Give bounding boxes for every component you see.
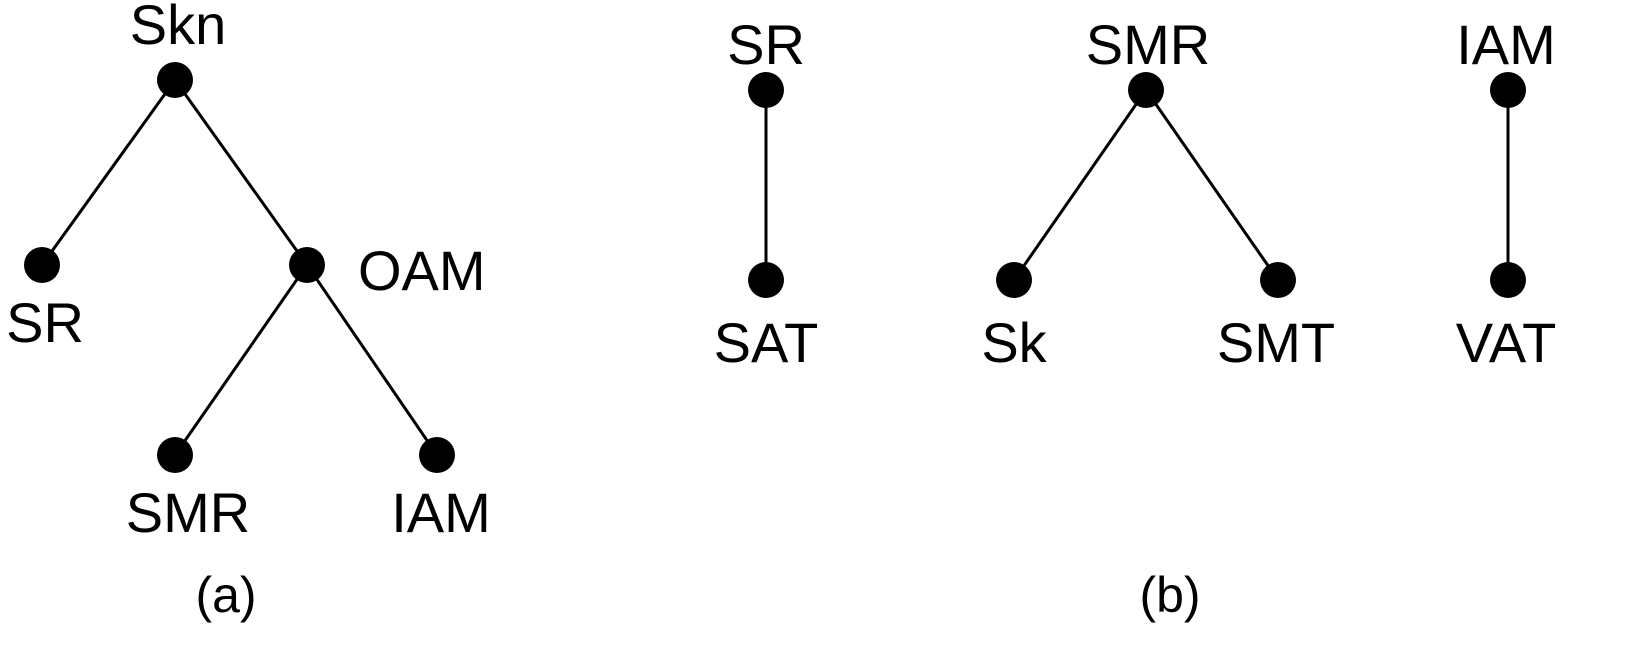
edge-oam-smr (173, 264, 309, 456)
label-sr: SR (727, 13, 805, 76)
label-oam: OAM (358, 239, 486, 302)
node-oam (289, 247, 325, 283)
caption-a: (a) (195, 567, 256, 623)
label-smt: SMT (1217, 311, 1335, 374)
label-vat: VAT (1456, 311, 1557, 374)
panel-a: Skn SR OAM SMR IAM (a) (6, 0, 491, 623)
node-smt (1260, 262, 1296, 298)
label-smr: SMR (126, 481, 250, 544)
label-smr: SMR (1086, 13, 1210, 76)
edge-skn-oam (173, 79, 309, 266)
node-sr (748, 72, 784, 108)
edge-oam-iam (305, 264, 439, 456)
label-iam: IAM (391, 481, 491, 544)
node-iam (1490, 72, 1526, 108)
panel-b: SR SAT SMR Sk SMT IAM VAT (b) (714, 13, 1557, 623)
node-sk (996, 262, 1032, 298)
label-sr: SR (6, 291, 84, 354)
label-sk: Sk (981, 311, 1047, 374)
node-sr (24, 247, 60, 283)
edge-skn-sr (40, 79, 177, 266)
label-sat: SAT (714, 311, 819, 374)
edge-smr-sk (1012, 89, 1148, 281)
node-skn (157, 62, 193, 98)
node-vat (1490, 262, 1526, 298)
node-smr (1128, 72, 1164, 108)
node-sat (748, 262, 784, 298)
node-smr (157, 437, 193, 473)
label-skn: Skn (130, 0, 227, 56)
label-iam: IAM (1456, 13, 1556, 76)
edge-smr-smt (1144, 89, 1280, 281)
node-iam (419, 437, 455, 473)
caption-b: (b) (1139, 567, 1200, 623)
